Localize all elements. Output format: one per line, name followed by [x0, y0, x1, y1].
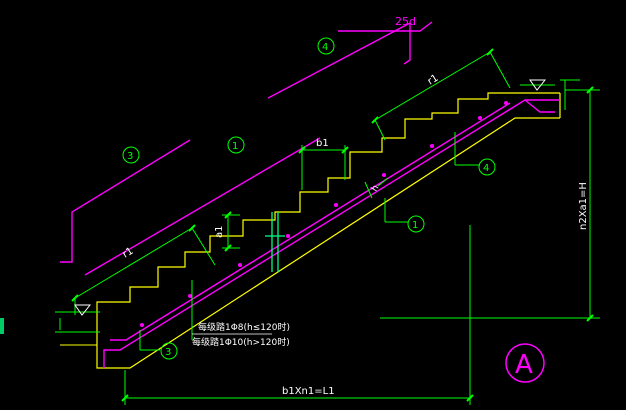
- stair-profile-bottom: [96, 117, 560, 369]
- callout-right-detail: 4: [478, 158, 496, 176]
- callout-bottom-detail-text: 3: [165, 347, 171, 358]
- rebar-bar-3: [60, 139, 191, 263]
- support-triangle-right: [529, 79, 547, 91]
- label-top-hook: 25d: [395, 15, 416, 28]
- construction-joint-marker: [265, 212, 285, 272]
- section-mark: A: [505, 343, 545, 383]
- support-triangle-left: [74, 304, 92, 316]
- dimension-lines: [55, 51, 600, 405]
- label-r1-lower: r1: [121, 246, 136, 261]
- note-line-1: 每级踏1Φ8(h≤120时): [198, 321, 290, 333]
- callout-mid-left-text: 3: [127, 151, 133, 162]
- label-total-vertical: n2Xa1=H: [578, 182, 589, 230]
- left-edge-marker: [0, 318, 4, 334]
- rebar-bar-1-separate: [84, 137, 321, 276]
- callout-mid-left: 3: [122, 146, 140, 164]
- section-mark-text: A: [515, 350, 533, 380]
- rebar-top-hook: [524, 99, 555, 113]
- callout-mid-center: 1: [227, 136, 245, 154]
- label-h: h: [370, 184, 382, 194]
- label-total-horizontal: b1Xn1=L1: [282, 386, 335, 397]
- rebar-bar-4-hook: [403, 23, 411, 65]
- rebar-group: [60, 21, 560, 368]
- callout-bottom-detail: 3: [160, 342, 178, 360]
- rebar-bar-1: [103, 99, 560, 368]
- stair-profile-top: [96, 92, 515, 345]
- dimension-ticks: [71, 48, 594, 402]
- rebar-bar-top: [338, 21, 433, 32]
- note-line-2: 每级踏1Φ10(h>120时): [192, 336, 290, 348]
- callout-right-detail-text: 4: [483, 163, 489, 174]
- callout-center-detail-text: 1: [412, 220, 418, 231]
- callout-upper-hook: 4: [317, 37, 335, 55]
- label-r1-upper: r1: [426, 73, 441, 88]
- callout-mid-center-text: 1: [232, 141, 238, 152]
- rebar-bar-4: [267, 22, 411, 99]
- label-b1: b1: [316, 138, 329, 149]
- label-a1: a1: [214, 226, 225, 239]
- callout-center-detail: 1: [407, 215, 425, 233]
- callout-upper-hook-text: 4: [322, 42, 328, 53]
- rebar-dots: [140, 101, 508, 327]
- rebar-bar-2: [110, 102, 511, 341]
